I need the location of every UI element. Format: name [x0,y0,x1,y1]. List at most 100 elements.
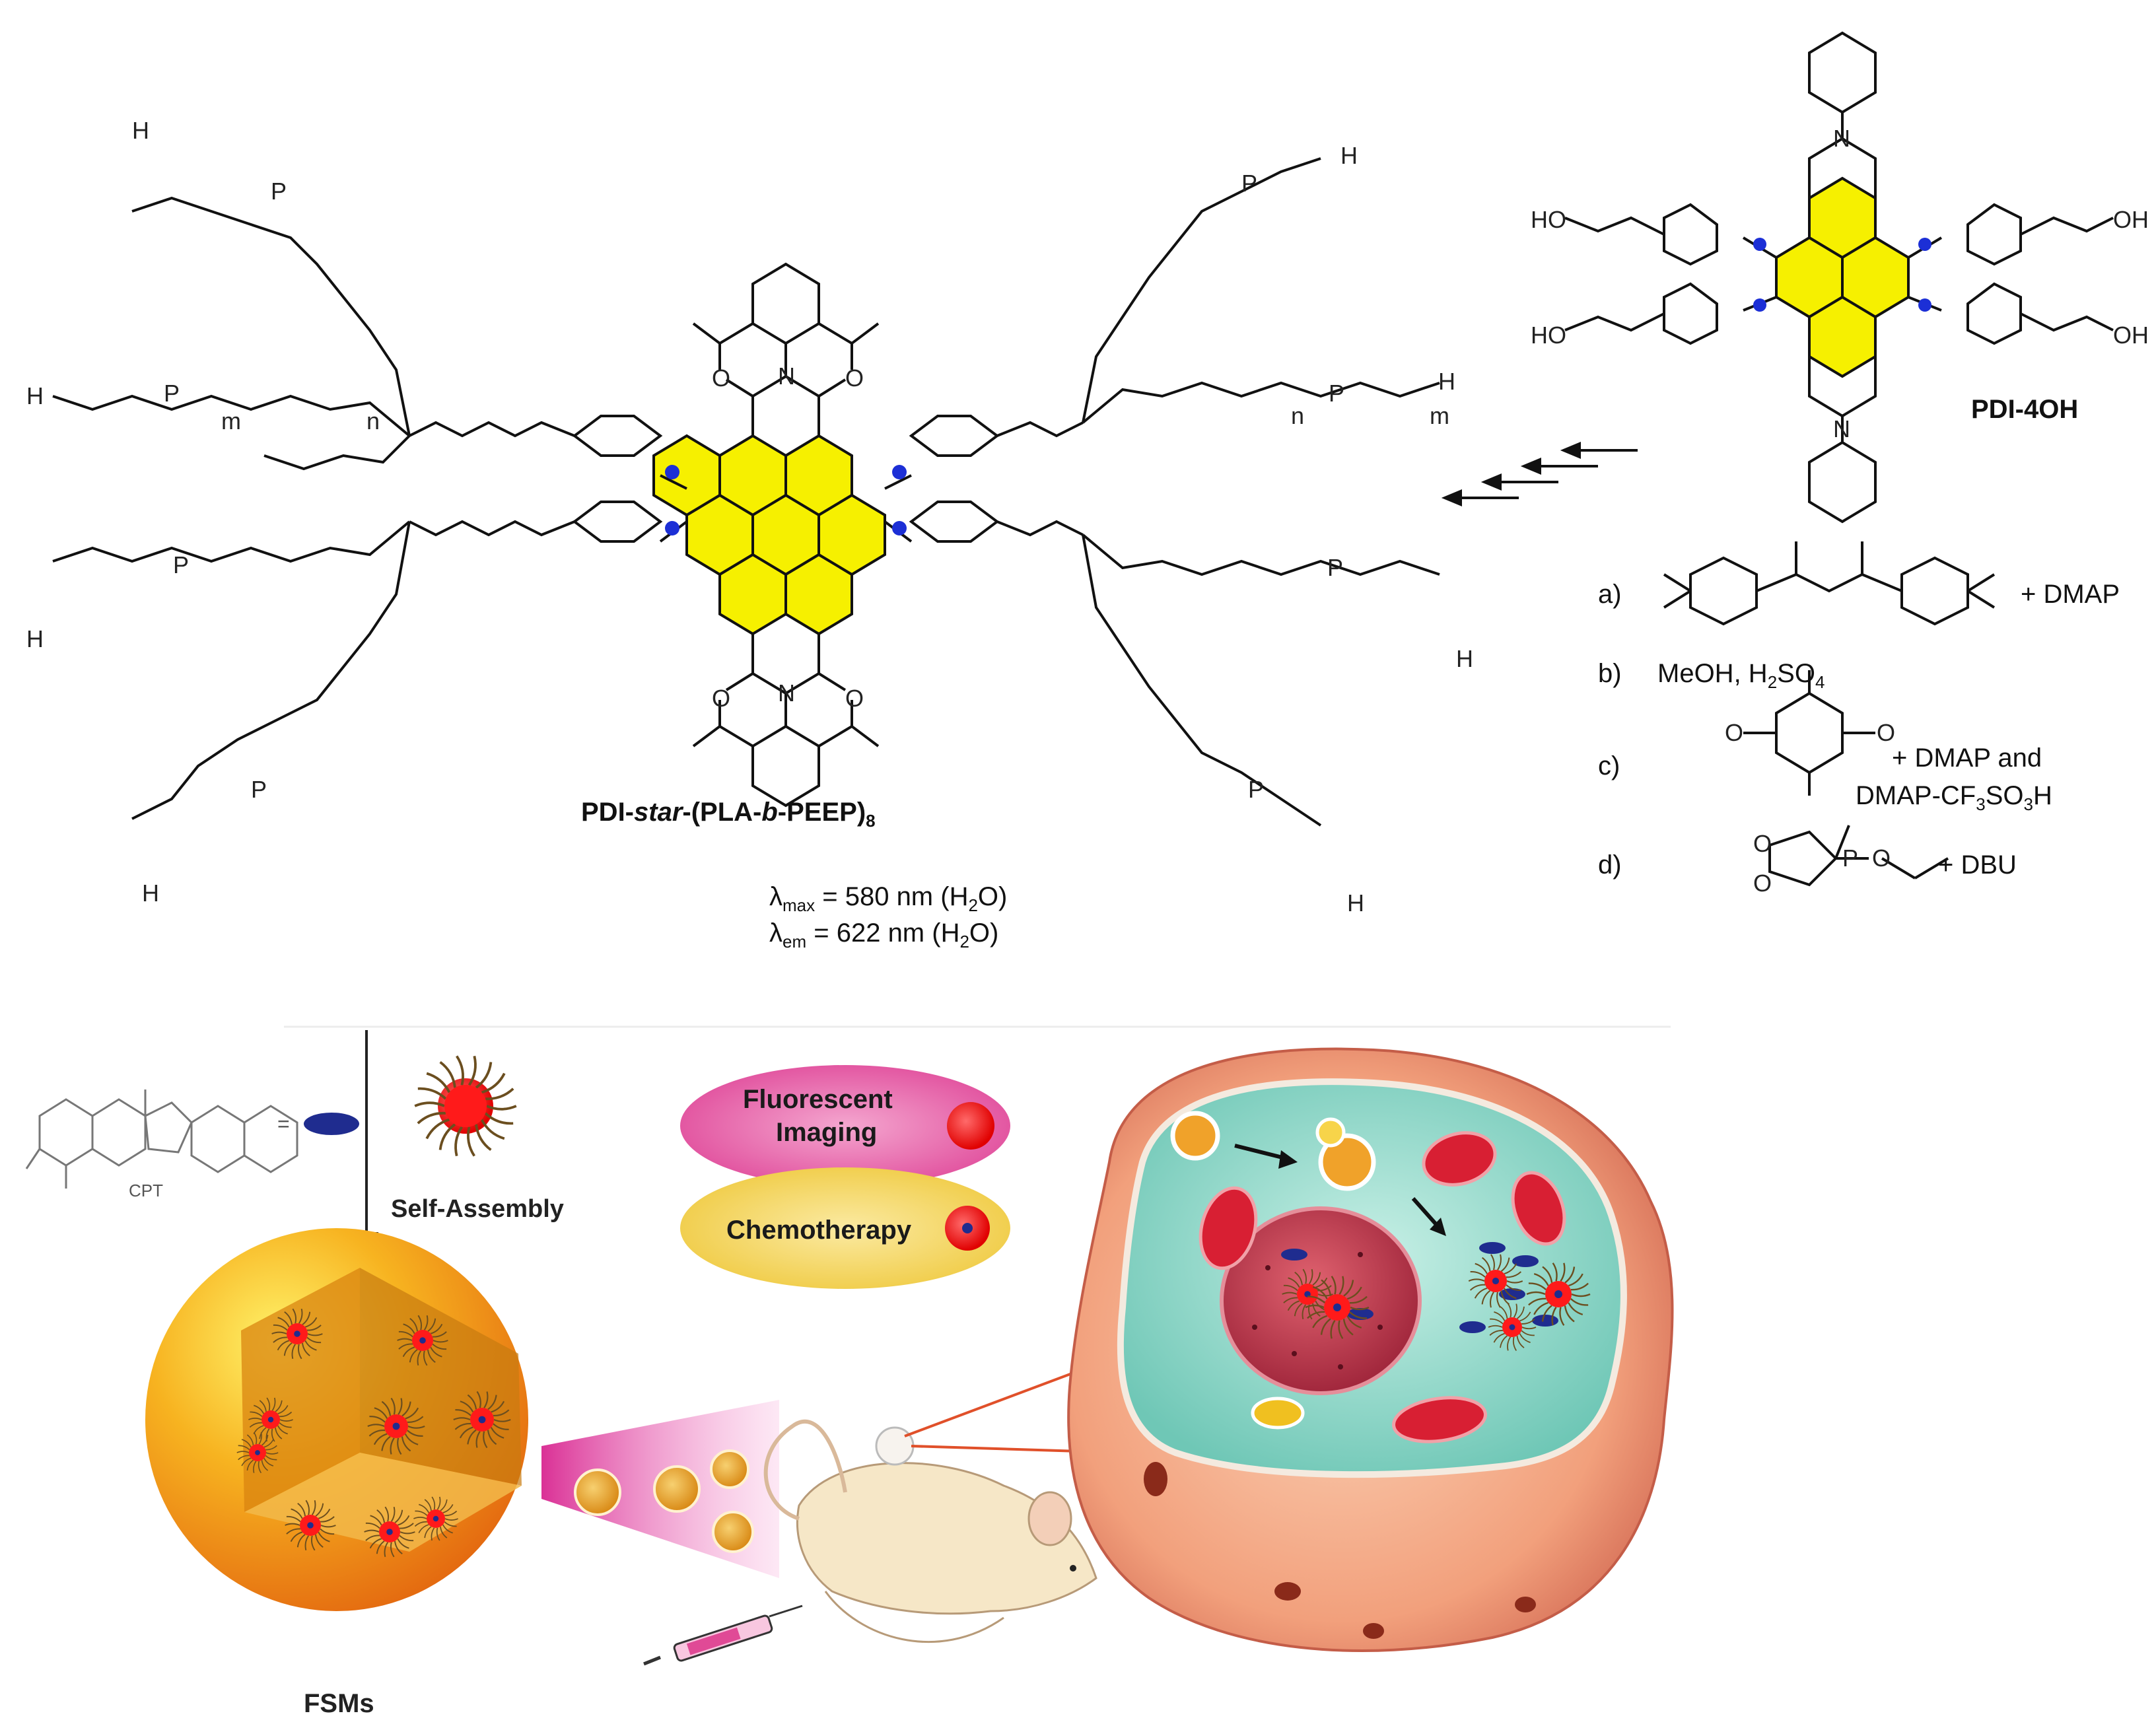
atom-o-lactide-1: O [1725,719,1744,746]
fluorescent-imaging-line1: Fluorescent [743,1085,893,1114]
perylene-core [652,434,886,636]
cpt-equals: = [277,1112,290,1136]
reagent-b-main: MeOH, H [1657,659,1768,688]
pdi-4oh-label: PDI-4OH [1971,395,2079,424]
micelle [414,1055,517,1157]
chemotherapy-pill [680,1167,1010,1289]
fluorescent-imaging-line2: Imaging [776,1118,878,1147]
atom-h-top-left: H [132,117,149,144]
water-sub-2: 2 [959,932,969,952]
reagent-d-phospholane [1768,825,1949,887]
star-suffix: -PEEP) [777,798,866,827]
atom-p-1: P [271,178,287,205]
lambda-em-tail: O) [969,918,999,948]
micelle [367,1397,425,1455]
atom-o-3: O [712,685,731,712]
reagent-a-anhydride [1663,541,1996,626]
self-assembly-arrow [354,1030,379,1258]
atom-ho-1: HO [1531,206,1566,233]
reagent-c-sub1: 3 [1976,794,1986,815]
star-italic: star [634,798,683,827]
micelle [1468,1254,1523,1308]
reagent-c-sub2: 3 [2023,794,2033,815]
atom-n-2: n [1291,402,1305,429]
atom-p-4: P [251,776,267,803]
micelle [453,1391,511,1449]
atom-h-top-right: H [1340,142,1358,169]
reagent-c-text1: + DMAP and [1892,743,2042,773]
lambda-em-line: λem = 622 nm (H2O) [769,918,999,952]
chemotherapy-label: Chemotherapy [726,1216,912,1245]
cell-micelles [1282,1254,1591,1351]
atom-h-bottom-left: H [142,880,159,907]
atom-p-5: P [1241,170,1258,197]
atom-p-8: P [1248,776,1265,803]
atom-o-lactide-2: O [1877,719,1896,746]
atom-n-pdi4oh-top: N [1833,125,1850,152]
imaging-pill [680,1065,1010,1187]
atom-o-reagent-1: O [1753,830,1772,857]
reagent-d-letter: d) [1598,850,1622,880]
reagent-c-main: DMAP-CF [1856,781,1976,810]
micelle [1526,1262,1591,1326]
atom-m-1: m [221,407,241,434]
pdi-star-label: PDI-star-(PLA-b-PEEP)8 [581,799,876,829]
reagent-b-sub: 2 [1767,672,1778,693]
micelle [413,1496,458,1541]
atom-oh-2: OH [2113,322,2149,349]
reagent-c-so: SO [1985,781,2024,810]
atom-n-top: N [778,363,795,390]
atom-h-left-2: H [26,625,44,652]
star-b: b [761,798,778,827]
atom-n-bottom: N [778,679,795,707]
atom-h-right-1: H [1438,368,1455,395]
atom-p-reagent: P [1842,845,1859,872]
self-assembly-label: Self-Assembly [391,1195,564,1223]
lambda-max-value: = 580 nm (H [815,882,969,911]
atom-h-right-2: H [1456,645,1473,672]
water-sub-1: 2 [968,895,978,916]
reagent-c-text2: DMAP-CF3SO3H [1856,782,2052,813]
atom-o-4: O [845,685,864,712]
ether-oxygen-markers [665,238,1931,536]
reagent-a-letter: a) [1598,580,1622,609]
atom-oh-1: OH [2113,206,2149,233]
star-prefix: PDI- [581,798,634,827]
mouse-illustration [763,1365,1123,1643]
atom-o-reagent-3: O [1872,845,1891,872]
lambda-em-sub: em [782,932,807,952]
reaction-arrows [1441,442,1638,506]
micelle [285,1500,336,1551]
micelle [364,1506,415,1558]
atom-p-2: P [164,380,180,407]
small-micelle [712,1511,754,1553]
atom-o-1: O [712,364,731,392]
lambda-max-sub: max [782,895,816,916]
atom-p-3: P [173,551,190,578]
pdi-4oh-structure [1564,31,2114,524]
reagent-c-letter: c) [1598,751,1620,780]
micelle [397,1315,448,1366]
lambda-max-tail: O) [977,882,1008,911]
cpt-label: CPT [129,1181,163,1200]
magnification-beam [541,1400,779,1578]
small-micelle [653,1465,701,1513]
fsms-sphere [145,1228,528,1611]
syringe-illustration [643,1605,803,1666]
reagent-b-text: MeOH, H2SO4 [1657,660,1825,691]
cpt-drug-ellipse [304,1113,359,1135]
reagent-b-letter: b) [1598,659,1622,688]
reagent-b-sub2: 4 [1815,672,1825,693]
reagent-c-h: H [2033,781,2052,810]
reagent-d-text: + DBU [1938,850,2017,880]
atom-ho-2: HO [1531,322,1566,349]
small-micelle [574,1469,621,1516]
atom-p-7: P [1327,554,1344,581]
reagent-a-text: + DMAP [2021,580,2120,609]
small-micelle [710,1449,749,1489]
micelle [1488,1303,1537,1351]
micelle [236,1432,279,1474]
atom-o-2: O [845,364,864,392]
